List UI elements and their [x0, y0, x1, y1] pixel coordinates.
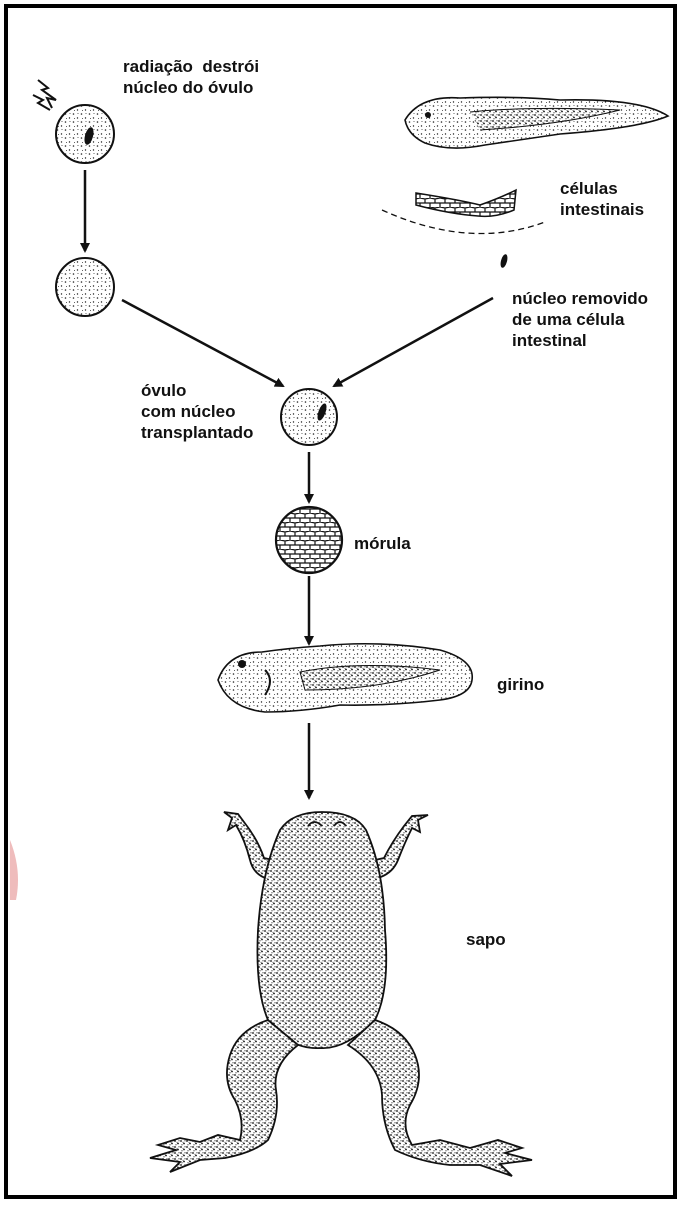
arrow-nucleus-to-transplant	[334, 298, 493, 386]
label-tadpole: girino	[497, 674, 544, 695]
label-nucleus-removed: núcleo removido de uma célula intestinal	[512, 288, 648, 351]
frog	[150, 812, 532, 1176]
donor-tadpole	[405, 97, 668, 148]
radiation-bolt-icon	[33, 80, 56, 110]
morula-cluster	[276, 507, 342, 573]
intestinal-nucleus	[499, 253, 508, 268]
tadpole	[218, 644, 472, 712]
transplanted-egg	[281, 389, 337, 445]
label-frog: sapo	[466, 929, 506, 950]
label-intestinal-cells: células intestinais	[560, 178, 644, 220]
label-radiation: radiação destrói núcleo do óvulo	[123, 56, 259, 98]
label-morula: mórula	[354, 533, 411, 554]
egg-with-nucleus	[56, 105, 114, 163]
arrow-egg-to-transplant	[122, 300, 283, 386]
intestine-tissue	[382, 190, 545, 234]
watermark-fragment	[10, 840, 18, 900]
enucleated-egg	[56, 258, 114, 316]
label-egg-transplanted: óvulo com núcleo transplantado	[141, 380, 253, 443]
